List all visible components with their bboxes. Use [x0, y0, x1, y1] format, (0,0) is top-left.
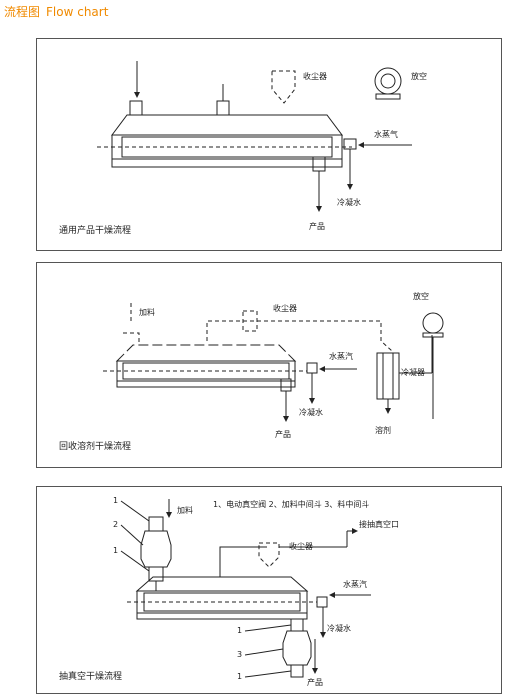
solvent-label: 溶剂	[375, 425, 391, 435]
vacuum-valve-top	[148, 516, 164, 532]
vacuum-valve-bottom	[290, 664, 304, 678]
feed-label: 加料	[177, 505, 193, 515]
steam-joint	[316, 596, 328, 608]
vent-label: 放空	[413, 291, 429, 301]
dryer-base	[116, 380, 296, 388]
callout-5: 3	[237, 650, 242, 659]
vacuum-line	[219, 546, 267, 577]
dust-collector-icon	[258, 542, 280, 568]
fan-inner	[380, 73, 396, 89]
recycle-pipe	[206, 320, 393, 352]
dryer-base	[111, 158, 343, 168]
callout-line	[244, 670, 292, 678]
dust-collector-label: 收尘器	[289, 541, 313, 551]
vacuum-label: 接抽真空口	[359, 519, 399, 529]
vacuum-valve-top	[290, 618, 304, 632]
steam-label: 水蒸汽	[343, 579, 367, 589]
dust-collector-icon	[242, 310, 258, 332]
panel1-caption: 通用产品干燥流程	[59, 224, 131, 236]
callout-line	[120, 550, 150, 572]
callout-line	[244, 624, 292, 632]
callout-line	[120, 524, 144, 546]
condenser-icon	[376, 352, 400, 400]
panel-general-drying: 产品 水蒸气 冷凝水 收尘器 放空 通用产品干燥流程	[36, 38, 502, 251]
callout-line	[244, 648, 284, 656]
steam-joint	[306, 362, 318, 374]
callout-3: 1	[113, 546, 118, 555]
panel-solvent-recovery: 加料 收尘器 产品 水蒸汽 冷凝水 冷凝器 溶剂 放空 回收溶剂干燥流程	[36, 262, 502, 468]
title-en: Flow chart	[46, 5, 109, 19]
vent-label: 放空	[411, 71, 427, 81]
legend-text: 1、电动真空阀 2、加料中间斗 3、料中间斗	[213, 499, 369, 509]
dust-collector-label: 收尘器	[303, 71, 327, 81]
feed-inlet	[129, 100, 143, 116]
fan-base	[422, 332, 444, 338]
product-label: 产品	[309, 221, 325, 231]
callout-4: 1	[237, 626, 242, 635]
condenser-label: 冷凝器	[401, 367, 425, 377]
callout-6: 1	[237, 672, 242, 681]
dryer-hood	[111, 114, 343, 136]
steam-label: 水蒸汽	[329, 351, 353, 361]
condensate-label: 冷凝水	[327, 623, 351, 633]
product-label: 产品	[275, 429, 291, 439]
diagram-vacuum-drying: 1、电动真空阀 2、加料中间斗 3、料中间斗 加料 1 2 1 收尘器 接抽真空…	[59, 496, 399, 687]
fan-icon	[422, 312, 444, 334]
callout-1: 1	[113, 496, 118, 505]
dryer-base	[136, 612, 308, 620]
product-label: 产品	[307, 677, 323, 687]
panel-vacuum-drying: 1、电动真空阀 2、加料中间斗 3、料中间斗 加料 1 2 1 收尘器 接抽真空…	[36, 486, 502, 694]
condensate-label: 冷凝水	[337, 197, 361, 207]
title-cn: 流程图	[4, 5, 41, 19]
dryer-hood	[115, 344, 297, 362]
product-hopper	[282, 630, 312, 666]
exhaust-outlet	[216, 100, 230, 116]
diagram-general-drying: 产品 水蒸气 冷凝水 收尘器 放空 通用产品干燥流程	[59, 61, 427, 236]
dust-collector-icon	[271, 70, 296, 104]
diagram-solvent-recovery: 加料 收尘器 产品 水蒸汽 冷凝水 冷凝器 溶剂 放空 回收溶剂干燥流程	[59, 291, 444, 452]
feed-label: 加料	[139, 307, 155, 317]
fan-icon	[374, 67, 402, 95]
dryer-body	[116, 360, 296, 382]
feed-hopper	[123, 332, 140, 343]
condensate-label: 冷凝水	[299, 407, 323, 417]
page-title: 流程图 Flow chart	[4, 3, 114, 20]
callout-line	[120, 500, 150, 522]
dust-collector-label: 收尘器	[273, 303, 297, 313]
panel2-caption: 回收溶剂干燥流程	[59, 440, 131, 452]
fan-base	[375, 93, 401, 100]
callout-2: 2	[113, 520, 118, 529]
steam-label: 水蒸气	[374, 129, 398, 139]
panel3-caption: 抽真空干燥流程	[59, 670, 122, 682]
feed-hopper	[140, 530, 172, 568]
